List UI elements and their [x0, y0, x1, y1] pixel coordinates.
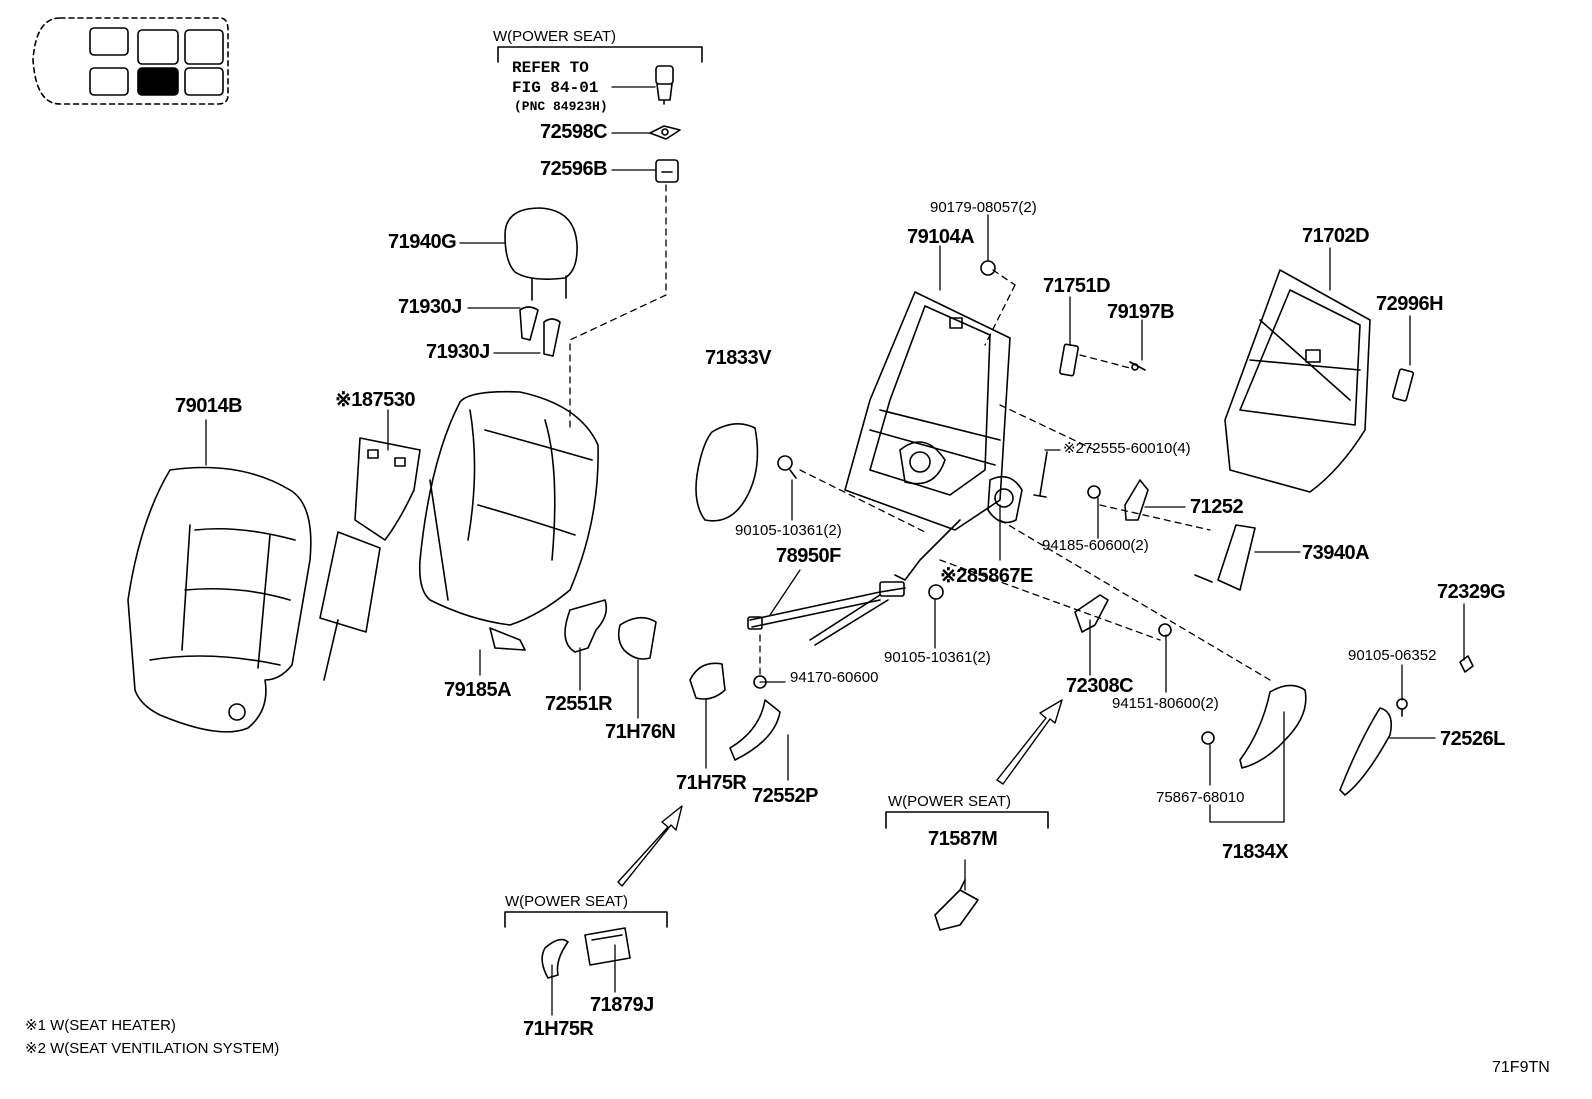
cover-71879j-icon	[584, 927, 631, 966]
power-seat-group-label-mid: W(POWER SEAT)	[888, 793, 1012, 810]
part-label-71587m: 71587M	[928, 828, 998, 850]
part-label-71834x: 71834X	[1222, 841, 1288, 863]
part-label-71h76n: 71H76N	[605, 721, 676, 743]
power-seat-group-label-bottom: W(POWER SEAT)	[505, 893, 629, 910]
refer-line-3: (PNC 84923H)	[514, 99, 608, 114]
headrest-guide-upper-icon	[519, 306, 539, 341]
leader-lines	[205, 86, 1465, 1016]
pin-72555-icon	[1033, 451, 1048, 498]
seatback-cover-icon	[127, 466, 312, 733]
bracket-71751d-icon	[1059, 343, 1079, 377]
power-seat-bracket-top	[497, 46, 703, 63]
power-seat-bracket-mid	[885, 811, 1049, 829]
nut-94185-icon	[1087, 485, 1101, 499]
part-label-72996h: 72996H	[1376, 293, 1444, 315]
part-label-94185: 94185-60600(2)	[1042, 537, 1149, 554]
part-label-79197b: 79197B	[1107, 301, 1175, 323]
clip-72996h-icon	[1392, 368, 1414, 402]
part-label-71833v: 71833V	[705, 347, 771, 369]
release-cable-78950f-icon	[747, 581, 906, 646]
part-label-72329g: 72329G	[1437, 581, 1506, 603]
footnote-seat-heater: ※1 W(SEAT HEATER)	[25, 1017, 176, 1034]
part-label-85867e: ※285867E	[940, 565, 1033, 587]
cover-71h75r-icon	[689, 662, 726, 700]
cover-71h76n-icon	[617, 616, 657, 660]
seat-heater-icon	[319, 437, 421, 681]
part-label-71751d: 71751D	[1043, 275, 1111, 297]
part-label-90105-10361-left: 90105-10361(2)	[735, 522, 842, 539]
headrest-guide-lower-icon	[543, 318, 561, 357]
clip-72329g-icon	[1459, 655, 1474, 673]
back-board-71702d-icon	[1224, 269, 1371, 493]
part-label-72598c: 72598C	[540, 121, 608, 143]
part-label-71702d: 71702D	[1302, 225, 1370, 247]
arrow-72308c	[996, 699, 1063, 785]
part-label-90179: 90179-08057(2)	[930, 199, 1037, 216]
seat-locator-icon	[32, 17, 229, 105]
bolt-90105-10361-icon	[928, 584, 944, 600]
refer-line-1: REFER TO	[512, 59, 589, 77]
part-label-71930j-lower: 71930J	[426, 341, 490, 363]
screw-90105-06352-icon	[1396, 698, 1408, 717]
part-label-72526l: 72526L	[1440, 728, 1505, 750]
part-label-94170: 94170-60600	[790, 669, 879, 686]
clip-72598c-icon	[649, 125, 681, 140]
bolt-90179-icon	[980, 260, 996, 276]
arrow-71h75r	[617, 805, 683, 887]
part-label-72552p: 72552P	[752, 785, 818, 807]
part-label-72555: ※272555-60010(4)	[1063, 440, 1191, 457]
shield-71834x-icon	[1239, 684, 1307, 769]
refer-line-2: FIG 84-01	[512, 79, 599, 97]
footnote-seat-ventilation: ※2 W(SEAT VENTILATION SYSTEM)	[25, 1040, 280, 1057]
bracket-71252-icon	[1124, 479, 1149, 521]
part-label-87530: ※187530	[335, 389, 416, 411]
part-label-71h75r: 71H75R	[676, 772, 747, 794]
guide-72596b-icon	[655, 159, 679, 183]
part-label-75867: 75867-68010	[1156, 789, 1245, 806]
board-73940a-icon	[1194, 524, 1256, 591]
fan-85867e-icon	[987, 475, 1023, 524]
nut-94170-icon	[753, 675, 767, 689]
part-label-90105-06352: 90105-06352	[1348, 647, 1437, 664]
motor-71587m-icon	[934, 879, 979, 931]
part-label-72551r: 72551R	[545, 693, 613, 715]
power-seat-group-label-top: W(POWER SEAT)	[493, 28, 617, 45]
side-pad-71833v-icon	[695, 423, 759, 522]
nut-94151-icon	[1158, 623, 1172, 637]
headrest-icon	[504, 207, 578, 301]
part-label-71940g: 71940G	[388, 231, 457, 253]
part-label-72596b: 72596B	[540, 158, 608, 180]
part-label-90105-10361-right: 90105-10361(2)	[884, 649, 991, 666]
cover-71h75r-power-icon	[541, 938, 569, 979]
part-label-79014b: 79014B	[175, 395, 243, 417]
trim-72551r-icon	[564, 599, 608, 653]
part-label-72308c: 72308C	[1066, 675, 1134, 697]
part-label-78950f: 78950F	[776, 545, 841, 567]
seatback-frame-79104a-icon	[844, 291, 1011, 581]
part-label-94151: 94151-80600(2)	[1112, 695, 1219, 712]
part-label-71252: 71252	[1190, 496, 1244, 518]
cover-72552p-icon	[729, 699, 781, 761]
seatback-pad-icon	[418, 390, 599, 651]
part-label-79185a: 79185A	[444, 679, 512, 701]
screw-75867-icon	[1201, 731, 1215, 745]
screw-79197b-icon	[1129, 361, 1146, 371]
power-seat-bracket-bottom	[504, 911, 668, 928]
headrest-support-icon	[655, 65, 674, 105]
part-label-71930j-upper: 71930J	[398, 296, 462, 318]
part-label-79104a: 79104A	[907, 226, 975, 248]
figure-code: 71F9TN	[1492, 1059, 1550, 1076]
bolt-90105-icon	[777, 455, 797, 479]
shield-72526l-icon	[1339, 707, 1393, 796]
bracket-72308c-icon	[1074, 594, 1109, 633]
part-label-71h75r-power: 71H75R	[523, 1018, 594, 1040]
part-label-71879j: 71879J	[590, 994, 654, 1016]
part-label-73940a: 73940A	[1302, 542, 1370, 564]
dashed-connectors	[569, 184, 1271, 681]
